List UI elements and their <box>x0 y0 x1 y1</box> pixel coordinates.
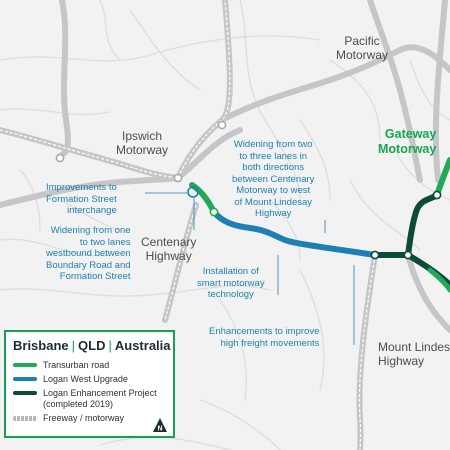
legend-swatch-transurban <box>13 363 37 367</box>
transurban-east-route <box>427 267 450 293</box>
legend-title-separator: | <box>71 338 76 353</box>
legend-title: Brisbane|QLD|Australia <box>13 338 171 354</box>
centenary-highway-label: Centenary Highway <box>141 235 197 263</box>
annotation-formation-street: Improvements to Formation Street interch… <box>46 182 117 216</box>
mount-lindesay-highway-label: Mount Lindesay Highway <box>378 340 450 368</box>
ipswich-motorway-label: Ipswich Motorway <box>116 129 169 157</box>
legend-title-separator: | <box>108 338 112 353</box>
legend-item-transurban: Transurban road <box>13 360 167 371</box>
legend-label-freeway: Freeway / motorway <box>43 413 125 423</box>
legend-swatch-logan-enhancement <box>13 391 37 395</box>
leader-lines <box>145 192 355 345</box>
legend-item-freeway: Freeway / motorway <box>13 413 167 424</box>
gateway-motorway-label: Gateway Motorway <box>378 127 437 156</box>
north-label: N <box>157 426 162 433</box>
legend-title-state: QLD <box>78 338 106 353</box>
annotation-freight: Enhancements to improve high freight mov… <box>209 326 320 349</box>
annotation-two-to-three-lanes: Widening from two to three lanes in both… <box>232 139 315 219</box>
freeway-centrelines <box>0 0 376 450</box>
pacific-motorway-label: Pacific Motorway <box>336 34 389 62</box>
legend-swatch-logan-west <box>13 377 37 381</box>
legend-item-logan-enhancement: Logan Enhancement Project (completed 201… <box>13 388 167 410</box>
annotation-westbound-widening: Widening from one to two lanes westbound… <box>46 225 131 282</box>
legend-label-logan-enhancement: Logan Enhancement Project (completed 201… <box>43 388 157 409</box>
legend-label-logan-west: Logan West Upgrade <box>43 374 128 384</box>
logan-west-route <box>211 209 378 258</box>
north-arrow-icon: N <box>153 418 167 432</box>
legend-title-city: Brisbane <box>13 338 69 353</box>
legend-swatch-freeway <box>13 416 37 421</box>
legend-label-transurban: Transurban road <box>43 360 110 370</box>
formation-street-marker <box>187 186 199 198</box>
map-legend: Brisbane|QLD|Australia Transurban road L… <box>4 330 175 438</box>
annotation-smart-motorway: Installation of smart motorway technolog… <box>197 266 265 300</box>
legend-item-logan-west: Logan West Upgrade <box>13 374 167 385</box>
interchanges <box>55 120 442 260</box>
legend-title-country: Australia <box>114 338 171 353</box>
